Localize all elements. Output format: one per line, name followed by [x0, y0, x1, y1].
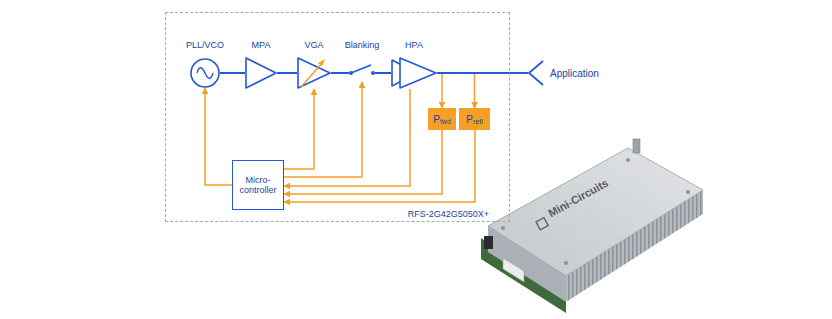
logo-mark	[536, 218, 548, 230]
signal-line	[437, 72, 528, 74]
node-shape	[528, 60, 544, 86]
oscillator-circle: PLL/VCO	[190, 58, 220, 88]
gain-arrow	[301, 62, 323, 87]
switch-contact	[371, 71, 375, 75]
node-label: MPA	[252, 40, 271, 50]
housing-top	[488, 148, 703, 276]
node-label: P	[433, 114, 440, 125]
variable-gain-amplifier: VGA	[297, 57, 331, 89]
node-label: refl	[473, 118, 483, 125]
control-line	[284, 89, 410, 186]
screw-hole	[564, 261, 568, 265]
antenna-outline	[529, 61, 543, 85]
gain-arrow-head	[318, 59, 325, 66]
blanking-switch: Blanking	[344, 64, 380, 82]
signal-line	[277, 72, 297, 74]
oscillator-outline	[191, 59, 219, 87]
triangle-outline	[246, 58, 276, 88]
module-enclosure: RFS-2G42G5050X+PLL/VCOMPAVGABlankingHPAP…	[165, 12, 510, 222]
screw-hole	[501, 226, 505, 230]
signal-line	[331, 72, 344, 74]
node-shape	[297, 57, 331, 89]
control-line	[284, 130, 475, 202]
screw-hole	[686, 190, 690, 194]
power-amplifier: HPA	[391, 57, 437, 89]
signal-line	[380, 72, 391, 74]
control-line	[205, 88, 232, 185]
header-connector	[503, 258, 524, 282]
triangle-outline	[298, 58, 330, 88]
module-name: RFS-2G42G5050X+	[408, 209, 489, 219]
node-shape	[344, 64, 380, 82]
switch-lead	[375, 72, 380, 74]
power-detector: Pfwd	[428, 108, 456, 130]
node-label: Blanking	[345, 40, 380, 50]
node-label: HPA	[405, 40, 423, 50]
node-label: fwd	[440, 118, 451, 125]
switch-lever	[351, 65, 371, 73]
power-detector: Prefl	[459, 108, 490, 130]
antenna-symbol: Application	[528, 60, 544, 86]
control-line	[284, 89, 314, 169]
control-line	[437, 73, 475, 108]
node-label: PLL/VCO	[186, 40, 224, 50]
brand-logo: Mini-Circuits	[546, 176, 610, 219]
node-label: VGA	[304, 40, 323, 50]
rf-connector	[633, 139, 640, 153]
node-label: Application	[550, 68, 599, 79]
node-shape	[190, 58, 220, 88]
node-label: Micro-controller	[235, 175, 281, 196]
control-line	[284, 130, 442, 194]
pcb-connector	[484, 236, 493, 249]
signal-line	[220, 72, 245, 74]
triangle-outline	[400, 58, 436, 88]
screw-hole	[626, 158, 630, 162]
microcontroller-box: Micro-controller	[232, 160, 284, 210]
node-shape	[245, 57, 277, 89]
control-line	[284, 82, 362, 177]
control-lines	[205, 73, 475, 202]
sine-symbol	[197, 68, 213, 79]
control-line	[437, 73, 442, 108]
amplifier-triangle: MPA	[245, 57, 277, 89]
node-shape	[391, 57, 437, 89]
node-label: P	[466, 114, 473, 125]
switch-lead	[344, 72, 349, 74]
